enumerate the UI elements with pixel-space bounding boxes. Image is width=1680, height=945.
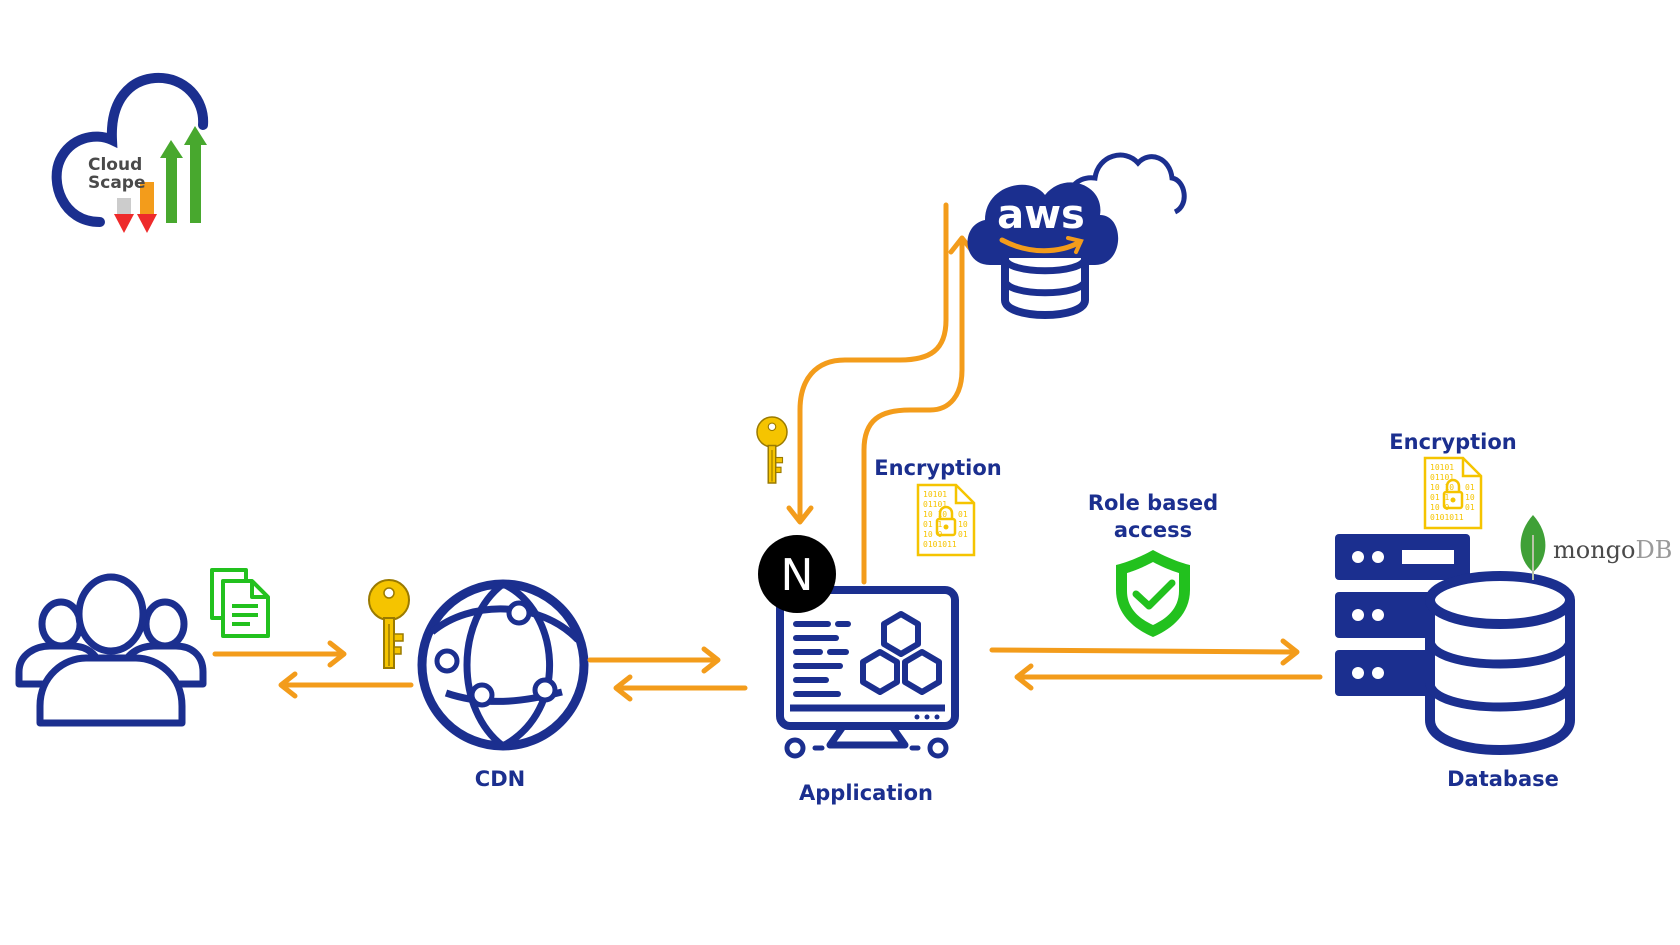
logo-line2: Scape bbox=[88, 173, 146, 193]
cloudscape-logo: Cloud Scape bbox=[51, 72, 209, 233]
arrow-users-to-cdn bbox=[212, 640, 347, 668]
cdn-label: CDN bbox=[475, 767, 525, 791]
key-icon-cdn bbox=[368, 579, 410, 669]
mongodb-logo-text: mongoDB bbox=[1553, 536, 1672, 564]
role-label-line2: access bbox=[1114, 518, 1192, 542]
application-label: Application bbox=[799, 781, 933, 805]
mongodb-leaf-icon bbox=[1520, 515, 1546, 580]
database-icon bbox=[1425, 571, 1575, 755]
key-icon-app bbox=[756, 416, 788, 484]
db-encryption-label: Encryption bbox=[1389, 430, 1516, 454]
arrow-cdn-to-users bbox=[278, 671, 414, 699]
encrypted-file-icon-app bbox=[916, 483, 976, 557]
monitor-code-icon bbox=[776, 586, 959, 759]
encrypted-file-icon-db bbox=[1423, 456, 1483, 530]
arrow-db-to-app bbox=[1014, 663, 1323, 691]
role-label-line1: Role based bbox=[1088, 491, 1218, 515]
aws-label: aws bbox=[997, 192, 1085, 238]
arrow-cdn-to-app bbox=[587, 646, 721, 674]
users-icon bbox=[15, 573, 207, 727]
arrow-aws-to-app bbox=[786, 202, 949, 525]
logo-line1: Cloud bbox=[88, 155, 142, 175]
shield-check-icon bbox=[1116, 550, 1190, 637]
nextjs-logo: N bbox=[758, 535, 836, 613]
document-icon bbox=[210, 568, 270, 638]
nextjs-label: N bbox=[781, 550, 814, 601]
mongodb-text-part2: DB bbox=[1635, 536, 1672, 564]
globe-network-icon bbox=[417, 579, 589, 751]
database-label: Database bbox=[1447, 767, 1559, 791]
app-encryption-label: Encryption bbox=[874, 456, 1001, 480]
aws-cloud-icon: aws bbox=[967, 152, 1187, 319]
arrow-app-to-db bbox=[989, 638, 1300, 666]
mongodb-text-part1: mongo bbox=[1553, 536, 1635, 564]
arrow-app-to-cdn bbox=[613, 674, 748, 702]
